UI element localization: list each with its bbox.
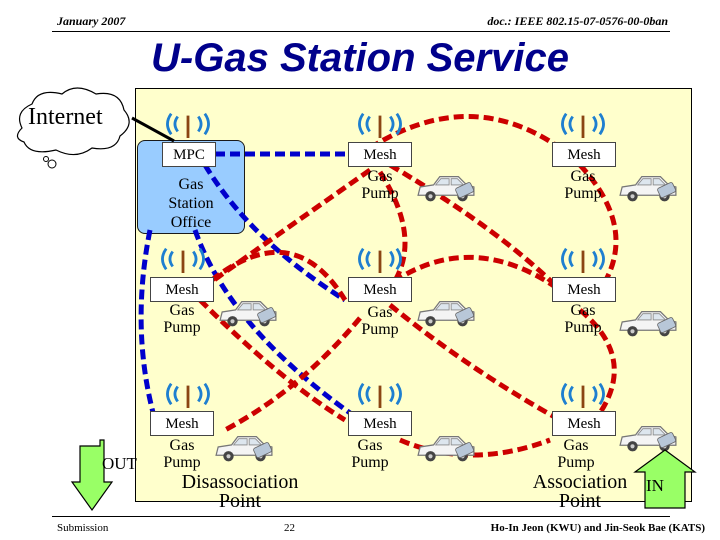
mesh-box: Mesh (150, 277, 214, 302)
mpc-box: MPC (162, 142, 216, 167)
mesh-box: Mesh (348, 277, 412, 302)
mesh-box: Mesh (552, 411, 616, 436)
footer-page-number: 22 (284, 522, 295, 534)
internet-link (131, 116, 175, 143)
mesh-box: Mesh (552, 142, 616, 167)
exit-arrow (70, 439, 114, 512)
internet-cloud (16, 87, 130, 169)
header-doc-id: doc.: IEEE 802.15-07-0576-00-0ban (487, 14, 668, 28)
footer-submission: Submission (57, 522, 109, 534)
in-label: IN (646, 476, 664, 495)
header-date: January 2007 (57, 14, 126, 28)
mesh-box: Mesh (348, 411, 412, 436)
out-label: OUT (102, 454, 137, 473)
office-links (138, 151, 362, 423)
mesh-box: Mesh (150, 411, 214, 436)
footer-authors: Ho-In Jeon (KWU) and Jin-Seok Bae (KATS) (490, 522, 705, 534)
mesh-links (198, 114, 619, 458)
entry-arrow (633, 449, 697, 509)
mesh-box: Mesh (348, 142, 412, 167)
header-rule (52, 31, 670, 32)
slide-title: U-Gas Station Service (151, 36, 569, 80)
footer-rule (52, 516, 670, 517)
office-label: Gas Station Office (168, 176, 214, 231)
internet-label: Internet (28, 104, 103, 130)
mesh-box: Mesh (552, 277, 616, 302)
